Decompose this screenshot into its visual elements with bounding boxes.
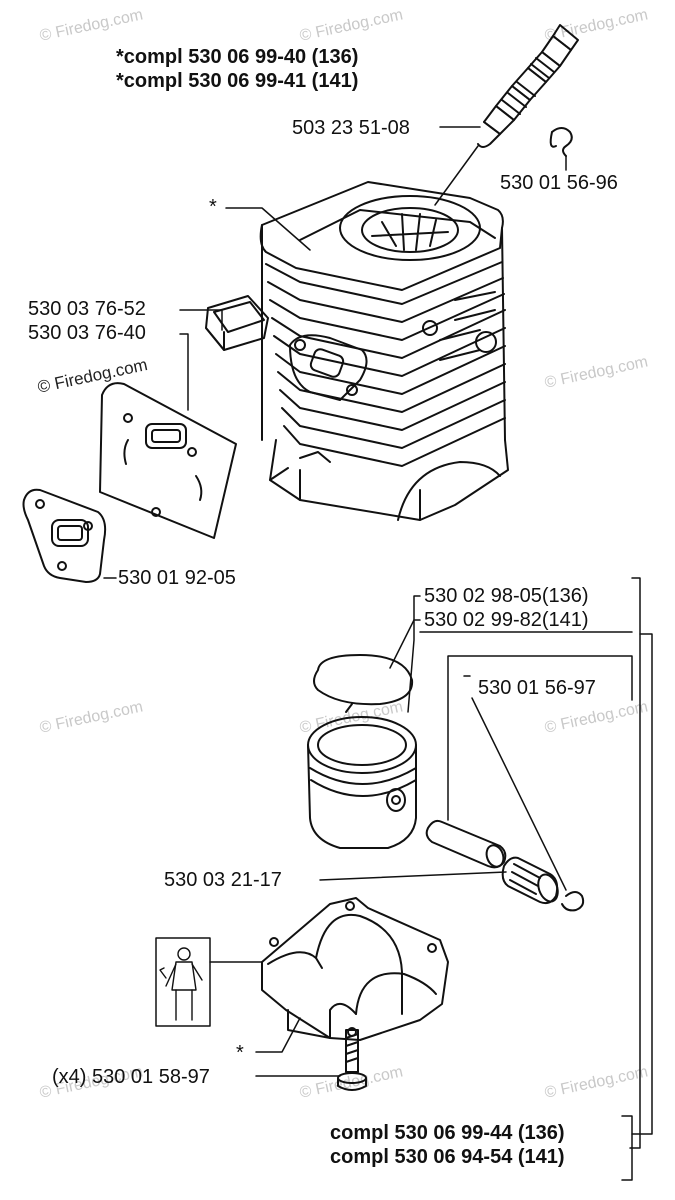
needle-bearing-drawing [501,856,559,905]
heat-shield-drawing [99,382,237,539]
label-gasket-c: 530 01 92-05 [118,567,236,589]
label-bearing: 530 03 21-17 [164,869,282,891]
label-circlip: 530 01 56-97 [478,677,596,699]
flange-gasket-drawing [22,488,107,583]
wrist-pin-drawing [425,819,507,869]
label-spark-plug: 503 23 51-08 [292,117,410,139]
crankcase-drawing [261,897,449,1041]
label-screw: (x4) 530 01 58-97 [52,1066,210,1088]
mechanic-icon [159,947,203,1021]
label-clip: 530 01 56-96 [500,172,618,194]
footer-compl-136: compl 530 06 99-44 (136) [330,1122,565,1144]
header-compl-136: *compl 530 06 99-40 (136) [116,46,359,68]
mechanic-icon-frame [155,937,211,1027]
header-compl-141: *compl 530 06 99-41 (141) [116,70,359,92]
piston-ring-drawing [313,654,414,706]
label-asterisk-crankcase: * [236,1042,244,1064]
spark-plug-drawing [477,24,579,148]
label-gasket-b: 530 03 76-40 [28,322,146,344]
circlip-drawing [561,891,585,912]
piston-drawing [307,716,417,849]
leader-lines [103,126,653,1181]
label-asterisk-cylinder: * [209,196,217,218]
screw-drawing [337,1029,367,1091]
cylinder-drawing [259,181,509,521]
footer-compl-141: compl 530 06 94-54 (141) [330,1146,565,1168]
label-ring-136: 530 02 98-05(136) [424,585,589,607]
intake-boot-drawing [205,295,269,351]
clip-drawing [551,127,573,157]
label-gasket-a: 530 03 76-52 [28,298,146,320]
label-ring-141: 530 02 99-82(141) [424,609,589,631]
